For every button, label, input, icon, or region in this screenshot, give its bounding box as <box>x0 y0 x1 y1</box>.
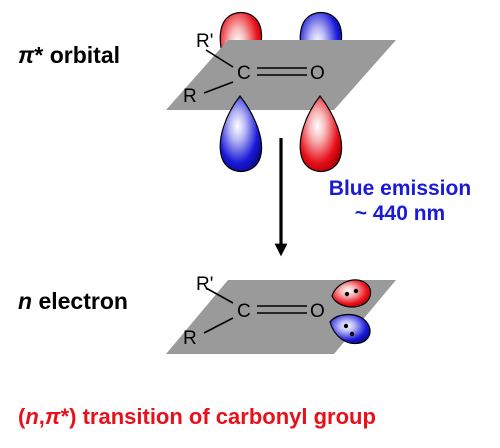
emission-wavelength: ~ 440 nm <box>354 202 446 225</box>
transition-caption: (n,π*) transition of carbonyl group <box>18 404 376 429</box>
top-carbonyl-bonds <box>203 49 307 94</box>
lone-pair-electron <box>349 331 355 337</box>
bottom-carbonyl-bonds <box>203 287 307 334</box>
n-lone-pair-lobe-red <box>331 279 372 308</box>
pi-symbol: π <box>18 42 35 68</box>
pi-star-lobe-lower-oxygen <box>299 95 343 173</box>
top-r-prime-label: R' <box>196 31 213 52</box>
emission-label: Blue emission ~ 440 nm <box>300 176 500 226</box>
bottom-r-prime-label: R' <box>196 274 213 295</box>
emission-line1: Blue emission <box>328 177 472 200</box>
lone-pair-electron <box>344 291 350 297</box>
lone-pair-electron <box>343 323 349 329</box>
bottom-r-label: R <box>183 328 197 349</box>
lone-pair-electron <box>353 288 359 294</box>
top-carbon-label: C <box>237 63 251 84</box>
n-symbol: n <box>18 288 33 314</box>
top-oxygen-label: O <box>310 63 325 84</box>
pi-star-lobe-lower-carbon <box>219 95 263 173</box>
n-lone-pair-lobe-blue <box>329 313 371 345</box>
pi-star-orbital-label: π* orbital <box>18 42 120 69</box>
n-electron-label: n electron <box>18 288 128 315</box>
electron-word: electron <box>32 288 128 314</box>
top-r-label: R <box>183 86 197 107</box>
bottom-oxygen-label: O <box>310 301 325 322</box>
bottom-carbon-label: C <box>237 301 251 322</box>
orbital-word: * orbital <box>34 42 120 68</box>
